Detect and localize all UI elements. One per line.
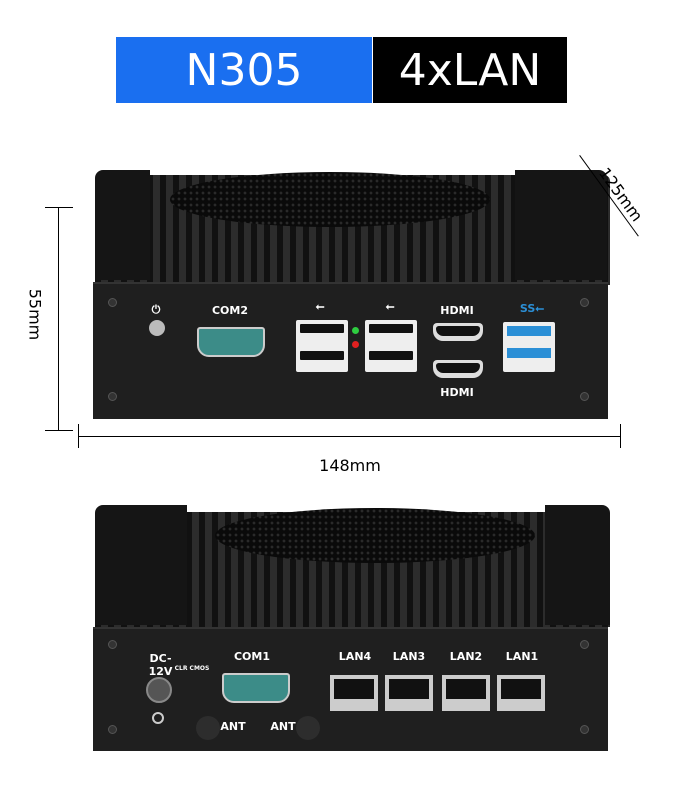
screw-icon — [108, 298, 117, 307]
fan-vent — [170, 172, 490, 227]
status-led-red — [352, 341, 359, 348]
ground-icon — [152, 712, 164, 724]
screw-icon — [108, 725, 117, 734]
left-bracket — [95, 170, 150, 280]
height-label: 55mm — [25, 288, 45, 341]
power-button[interactable] — [149, 320, 165, 336]
usb3-icon: SS⭠ — [519, 302, 545, 315]
hdmi-label-bottom: HDMI — [440, 386, 474, 399]
usb-icon: ⭠ — [385, 300, 395, 313]
right-bracket — [545, 505, 610, 625]
hdmi-port — [433, 360, 483, 378]
dim-tick — [78, 424, 79, 448]
com2-port — [197, 327, 265, 357]
width-label: 148mm — [319, 456, 381, 475]
screw-icon — [580, 392, 589, 401]
lan4-label: LAN4 — [338, 650, 372, 663]
screw-icon — [580, 725, 589, 734]
com1-label: COM1 — [233, 650, 271, 663]
lan-banner: 4xLAN — [373, 37, 567, 103]
lan1-label: LAN1 — [505, 650, 539, 663]
lan1-port — [497, 675, 545, 711]
lan2-label: LAN2 — [449, 650, 483, 663]
clr-cmos-label: CLR CMOS — [174, 665, 210, 672]
width-dimension-line — [78, 436, 621, 437]
height-dimension-line — [58, 207, 59, 431]
screw-icon — [580, 298, 589, 307]
hdmi-port — [433, 323, 483, 341]
right-bracket — [515, 170, 607, 280]
dc-power-jack — [146, 677, 172, 703]
model-banner: N305 — [116, 37, 372, 103]
lan3-label: LAN3 — [392, 650, 426, 663]
antenna-hole — [196, 716, 220, 740]
dim-tick — [45, 430, 73, 431]
dim-tick — [45, 207, 73, 208]
hdmi-label-top: HDMI — [440, 304, 474, 317]
lan3-port — [385, 675, 433, 711]
dim-tick — [620, 424, 621, 448]
ant-label-right: ANT — [270, 720, 296, 733]
com1-port — [222, 673, 290, 703]
antenna-hole — [296, 716, 320, 740]
usb-icon: ⭠ — [315, 300, 325, 313]
dc-power-label: DC-12V — [148, 652, 173, 678]
left-bracket — [95, 505, 187, 625]
power-icon: ⏻ — [151, 303, 161, 316]
screw-icon — [580, 640, 589, 649]
fan-vent — [215, 508, 535, 563]
usb-port-pair — [296, 320, 348, 372]
usb-port-pair — [365, 320, 417, 372]
screw-icon — [108, 640, 117, 649]
screw-icon — [108, 392, 117, 401]
lan4-port — [330, 675, 378, 711]
lan2-port — [442, 675, 490, 711]
status-led-green — [352, 327, 359, 334]
com2-label: COM2 — [211, 304, 249, 317]
ant-label-left: ANT — [220, 720, 246, 733]
usb3-port-pair — [503, 322, 555, 372]
